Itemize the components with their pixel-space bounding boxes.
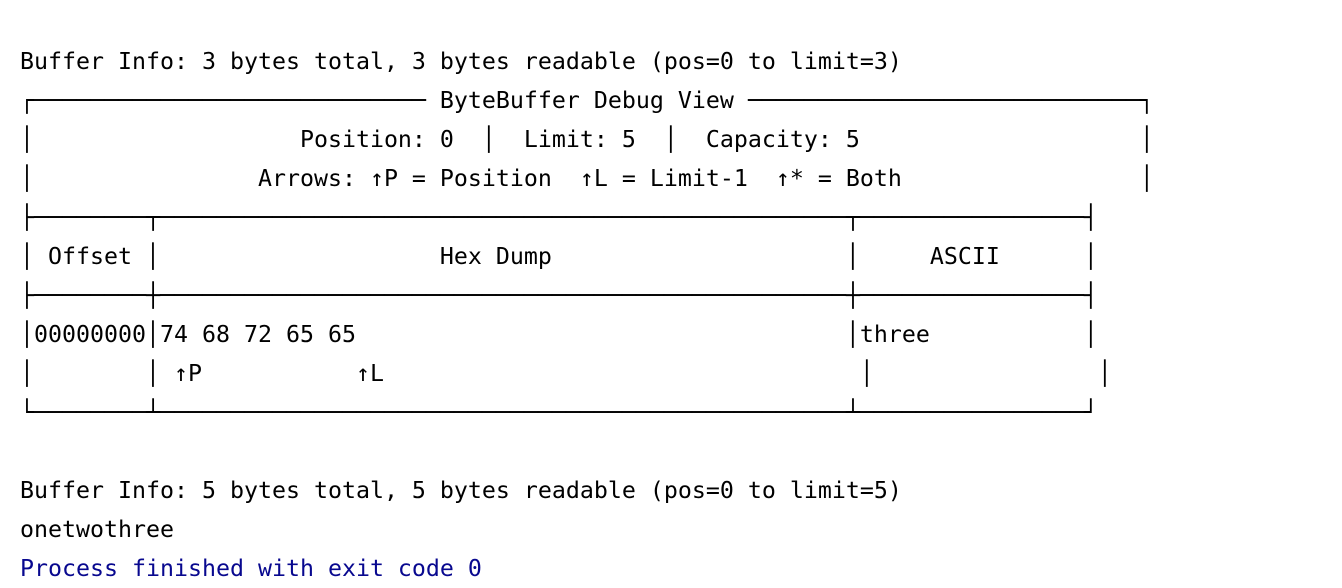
blank-line xyxy=(20,432,1342,471)
box-legend-line: │ Arrows: ↑P = Position ↑L = Limit-1 ↑* … xyxy=(20,165,1154,192)
table-data-row: │00000000│74 68 72 65 65 │three │ xyxy=(20,321,1098,348)
table-bottom-border: └────────┴──────────────────────────────… xyxy=(20,399,1098,426)
process-exit-message: Process finished with exit code 0 xyxy=(20,555,482,582)
table-top-separator: ├────────┬──────────────────────────────… xyxy=(20,204,1098,231)
buffer-info-line-1: Buffer Info: 3 bytes total, 3 bytes read… xyxy=(20,48,902,75)
table-marker-row: │ │ ↑P ↑L │ │ xyxy=(20,360,1112,387)
buffer-contents-output: onetwothree xyxy=(20,516,174,543)
table-header-row: │ Offset │ Hex Dump │ ASCII │ xyxy=(20,243,1098,270)
table-header-separator: ├────────┼──────────────────────────────… xyxy=(20,282,1098,309)
box-top-border: ┌──────────────────────────── ByteBuffer… xyxy=(20,87,1154,114)
box-status-line: │ Position: 0 │ Limit: 5 │ Capacity: 5 │ xyxy=(20,126,1154,153)
buffer-info-line-2: Buffer Info: 5 bytes total, 5 bytes read… xyxy=(20,477,902,504)
